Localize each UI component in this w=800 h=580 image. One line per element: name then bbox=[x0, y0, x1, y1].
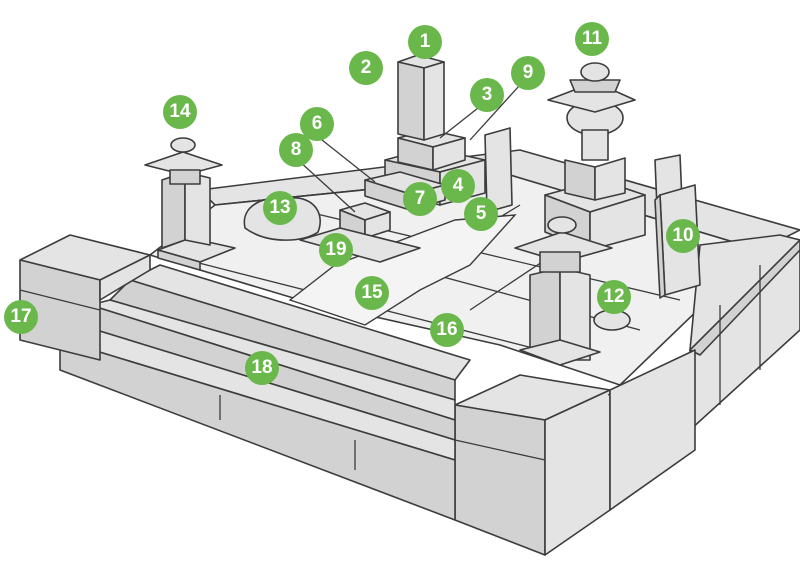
gravel-bed bbox=[288, 214, 517, 326]
label-19: 19 bbox=[319, 233, 353, 267]
leader-line-6 bbox=[316, 135, 376, 183]
leader-line-9 bbox=[469, 85, 520, 141]
label-1: 1 bbox=[408, 25, 442, 59]
label-2: 2 bbox=[349, 51, 383, 85]
leader-line-8 bbox=[297, 159, 356, 213]
front-right-corner-post bbox=[454, 349, 696, 556]
label-9: 9 bbox=[511, 56, 545, 90]
left-stone-lantern bbox=[144, 137, 236, 271]
label-17: 17 bbox=[4, 300, 38, 334]
label-11: 11 bbox=[575, 22, 609, 56]
label-14: 14 bbox=[163, 95, 197, 129]
front-stone-lantern bbox=[514, 216, 613, 366]
left-end-post bbox=[19, 234, 151, 361]
label-10: 10 bbox=[666, 219, 700, 253]
label-16: 16 bbox=[430, 313, 464, 347]
leader-line-3 bbox=[439, 107, 479, 139]
label-8: 8 bbox=[279, 133, 313, 167]
label-4: 4 bbox=[441, 169, 475, 203]
label-5: 5 bbox=[464, 197, 498, 231]
label-3: 3 bbox=[470, 78, 504, 112]
label-7: 7 bbox=[403, 182, 437, 216]
label-12: 12 bbox=[597, 280, 631, 314]
label-15: 15 bbox=[355, 276, 389, 310]
side-pillar bbox=[484, 127, 513, 213]
right-curb bbox=[689, 234, 800, 431]
label-18: 18 bbox=[245, 351, 279, 385]
stone-stupa bbox=[544, 62, 646, 251]
label-13: 13 bbox=[263, 191, 297, 225]
